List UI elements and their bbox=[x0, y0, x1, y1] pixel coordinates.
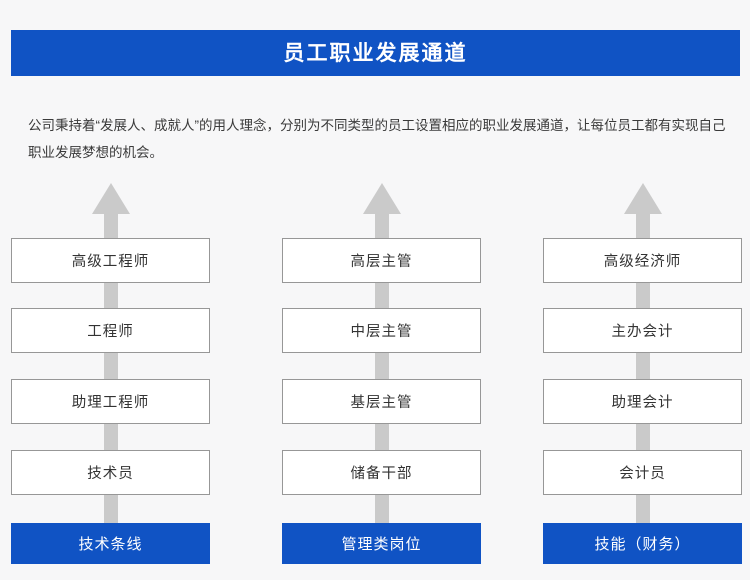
career-step-box[interactable]: 中层主管 bbox=[282, 308, 481, 353]
career-track-column-management: 高层主管 中层主管 基层主管 储备干部 管理类岗位 bbox=[282, 0, 481, 580]
arrow-head bbox=[362, 183, 401, 214]
career-step-box[interactable]: 基层主管 bbox=[282, 379, 481, 424]
career-track-column-technical: 高级工程师 工程师 助理工程师 技术员 技术条线 bbox=[11, 0, 210, 580]
page-title-banner: 员工职业发展通道 bbox=[11, 30, 740, 76]
page-title: 员工职业发展通道 bbox=[283, 41, 468, 65]
arrow-head bbox=[91, 183, 130, 214]
career-step-box[interactable]: 高级工程师 bbox=[11, 238, 210, 283]
career-step-box[interactable]: 助理工程师 bbox=[11, 379, 210, 424]
career-track-label[interactable]: 技能（财务） bbox=[543, 523, 742, 564]
career-track-column-finance: 高级经济师 主办会计 助理会计 会计员 技能（财务） bbox=[543, 0, 742, 580]
career-step-box[interactable]: 会计员 bbox=[543, 450, 742, 495]
career-step-box[interactable]: 高级经济师 bbox=[543, 238, 742, 283]
career-track-label[interactable]: 技术条线 bbox=[11, 523, 210, 564]
intro-paragraph: 公司秉持着“发展人、成就人”的用人理念，分别为不同类型的员工设置相应的职业发展通… bbox=[28, 117, 726, 160]
arrow-head bbox=[623, 183, 662, 214]
career-step-box[interactable]: 高层主管 bbox=[282, 238, 481, 283]
career-step-box[interactable]: 储备干部 bbox=[282, 450, 481, 495]
career-step-box[interactable]: 助理会计 bbox=[543, 379, 742, 424]
career-step-box[interactable]: 工程师 bbox=[11, 308, 210, 353]
career-step-box[interactable]: 技术员 bbox=[11, 450, 210, 495]
career-step-box[interactable]: 主办会计 bbox=[543, 308, 742, 353]
career-track-label[interactable]: 管理类岗位 bbox=[282, 523, 481, 564]
